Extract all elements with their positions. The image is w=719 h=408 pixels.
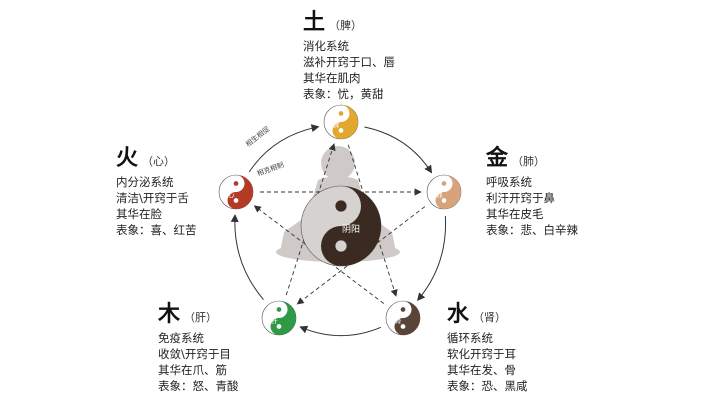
water-node-label: 肾 [395, 316, 402, 325]
water-taiji-node: 肾 [383, 298, 423, 338]
generate-arrow-label: 相生相促 [244, 124, 272, 148]
generate-arrow [417, 215, 447, 302]
fire-taiji-node: 心 [216, 172, 256, 212]
metal-line-3: 其华在皮毛 [486, 207, 544, 221]
fire-line-2: 清洁\开窍于舌 [116, 191, 189, 205]
fire-organ: （心） [142, 155, 176, 168]
earth-character: 土 [303, 10, 326, 35]
earth-line-4: 表象：忧，黄甜 [303, 87, 384, 101]
wood-organ: （肝） [184, 311, 218, 324]
metal-line-2: 利汗开窍于鼻 [486, 191, 555, 205]
earth-node-label: 脾 [333, 120, 340, 129]
water-line-4: 表象：恐、黑咸 [447, 379, 528, 393]
earth-line-1: 消化系统 [303, 39, 349, 53]
earth-organ: （脾） [329, 19, 363, 32]
fire-block: 火 （心） 内分泌系统 清洁\开窍于舌 其华在脸 表象：喜、红苦 [116, 140, 197, 238]
wood-block: 木 （肝） 免疫系统 收敛\开窍于目 其华在爪、筋 表象：怒、青酸 [158, 296, 239, 394]
center-taiji: 阴阳 [300, 185, 382, 267]
earth-block: 土 （脾） 消化系统 滋补开窍于口、唇 其华在肌肉 表象：忧，黄甜 [303, 4, 395, 102]
metal-line-4: 表象：悲、白辛辣 [486, 223, 578, 237]
wood-line-2: 收敛\开窍于目 [158, 347, 231, 361]
generate-arrow [299, 325, 382, 337]
wood-line-4: 表象：怒、青酸 [158, 379, 239, 393]
generate-arrow [248, 124, 320, 173]
fire-node-label: 心 [228, 191, 235, 199]
water-character: 水 [447, 302, 470, 327]
wood-taiji-node: 肝 [259, 298, 299, 338]
metal-character: 金 [486, 146, 509, 171]
metal-block: 金 （肺） 呼吸系统 利汗开窍于鼻 其华在皮毛 表象：悲、白辛辣 [486, 140, 578, 238]
fire-line-3: 其华在脸 [116, 207, 162, 221]
water-block: 水 （肾） 循环系统 软化开窍于耳 其华在发、骨 表象：恐、黑咸 [447, 296, 528, 394]
water-line-3: 其华在发、骨 [447, 363, 516, 377]
metal-organ: （肺） [512, 155, 546, 168]
wood-node-label: 肝 [271, 317, 278, 325]
earth-line-3: 其华在肌肉 [303, 71, 361, 85]
wood-line-1: 免疫系统 [158, 331, 204, 345]
wood-line-3: 其华在爪、筋 [158, 363, 227, 377]
fire-line-4: 表象：喜、红苦 [116, 223, 197, 237]
earth-taiji-node: 脾 [321, 102, 361, 142]
earth-line-2: 滋补开窍于口、唇 [303, 55, 395, 69]
generate-arrow [230, 213, 264, 300]
generate-arrow [364, 126, 433, 174]
element-nodes: 脾肺肾 肝 心 [216, 102, 464, 338]
water-organ: （肾） [473, 311, 507, 324]
center-label: 阴阳 [342, 224, 360, 235]
restrain-arrow-label: 相克相制 [256, 160, 285, 178]
water-line-2: 软化开窍于耳 [447, 347, 516, 361]
metal-line-1: 呼吸系统 [486, 175, 532, 189]
fire-line-1: 内分泌系统 [116, 175, 174, 189]
fire-character: 火 [116, 146, 139, 171]
metal-taiji-node: 肺 [424, 172, 464, 212]
metal-node-label: 肺 [436, 191, 443, 199]
water-line-1: 循环系统 [447, 331, 493, 345]
wood-character: 木 [158, 302, 181, 327]
